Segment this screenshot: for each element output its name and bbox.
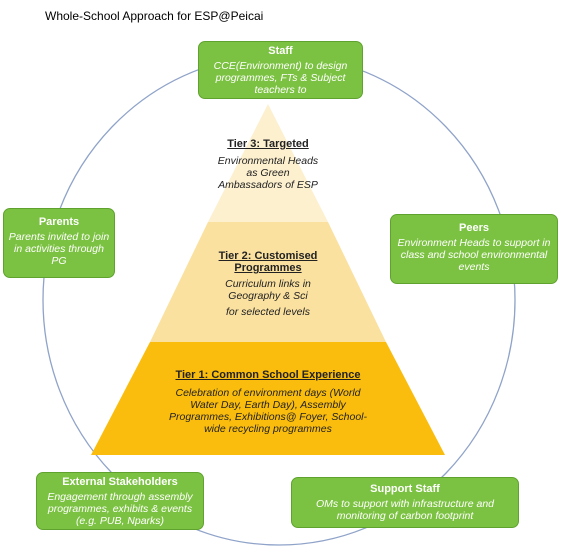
support-heading: Support Staff [370,483,440,495]
peers-box: Peers Environment Heads to support in cl… [390,214,558,284]
parents-text: Parents invited to join in activities th… [8,231,110,267]
tier-2-label: Tier 2: Customised Programmes Curriculum… [188,250,348,318]
tier-2-text: Curriculum links in Geography & Sci [225,278,311,302]
tier-1-text: Celebration of environment days (World W… [169,387,367,435]
tier-3-layer [208,104,328,222]
support-text: OMs to support with infrastructure and m… [316,498,494,522]
peers-heading: Peers [459,222,489,234]
external-heading: External Stakeholders [62,476,178,488]
staff-text: CCE(Environment) to design programmes, F… [213,60,348,96]
tier-2-text-2: for selected levels [225,306,311,318]
tier-3-label: Tier 3: Targeted Environmental Heads as … [206,138,330,191]
tier-1-heading: Tier 1: Common School Experience [175,369,361,381]
peers-text: Environment Heads to support in class an… [397,237,551,273]
external-text: Engagement through assembly programmes, … [47,491,193,527]
tier-3-text: Environmental Heads as Green Ambassadors… [217,155,319,191]
tier-2-layer [150,222,386,342]
parents-heading: Parents [38,216,80,228]
external-stakeholders-box: External Stakeholders Engagement through… [36,472,204,530]
tier-1-label: Tier 1: Common School Experience Celebra… [162,369,374,435]
page-title: Whole-School Approach for ESP@Peicai [45,9,264,23]
staff-box: Staff CCE(Environment) to design program… [198,41,363,99]
tier-3-heading: Tier 3: Targeted [227,138,309,150]
support-staff-box: Support Staff OMs to support with infras… [291,477,519,528]
staff-heading: Staff [268,45,293,57]
tier-2-heading: Tier 2: Customised Programmes [218,250,318,274]
parents-box: Parents Parents invited to join in activ… [3,208,115,278]
tier-1-layer [91,342,445,455]
